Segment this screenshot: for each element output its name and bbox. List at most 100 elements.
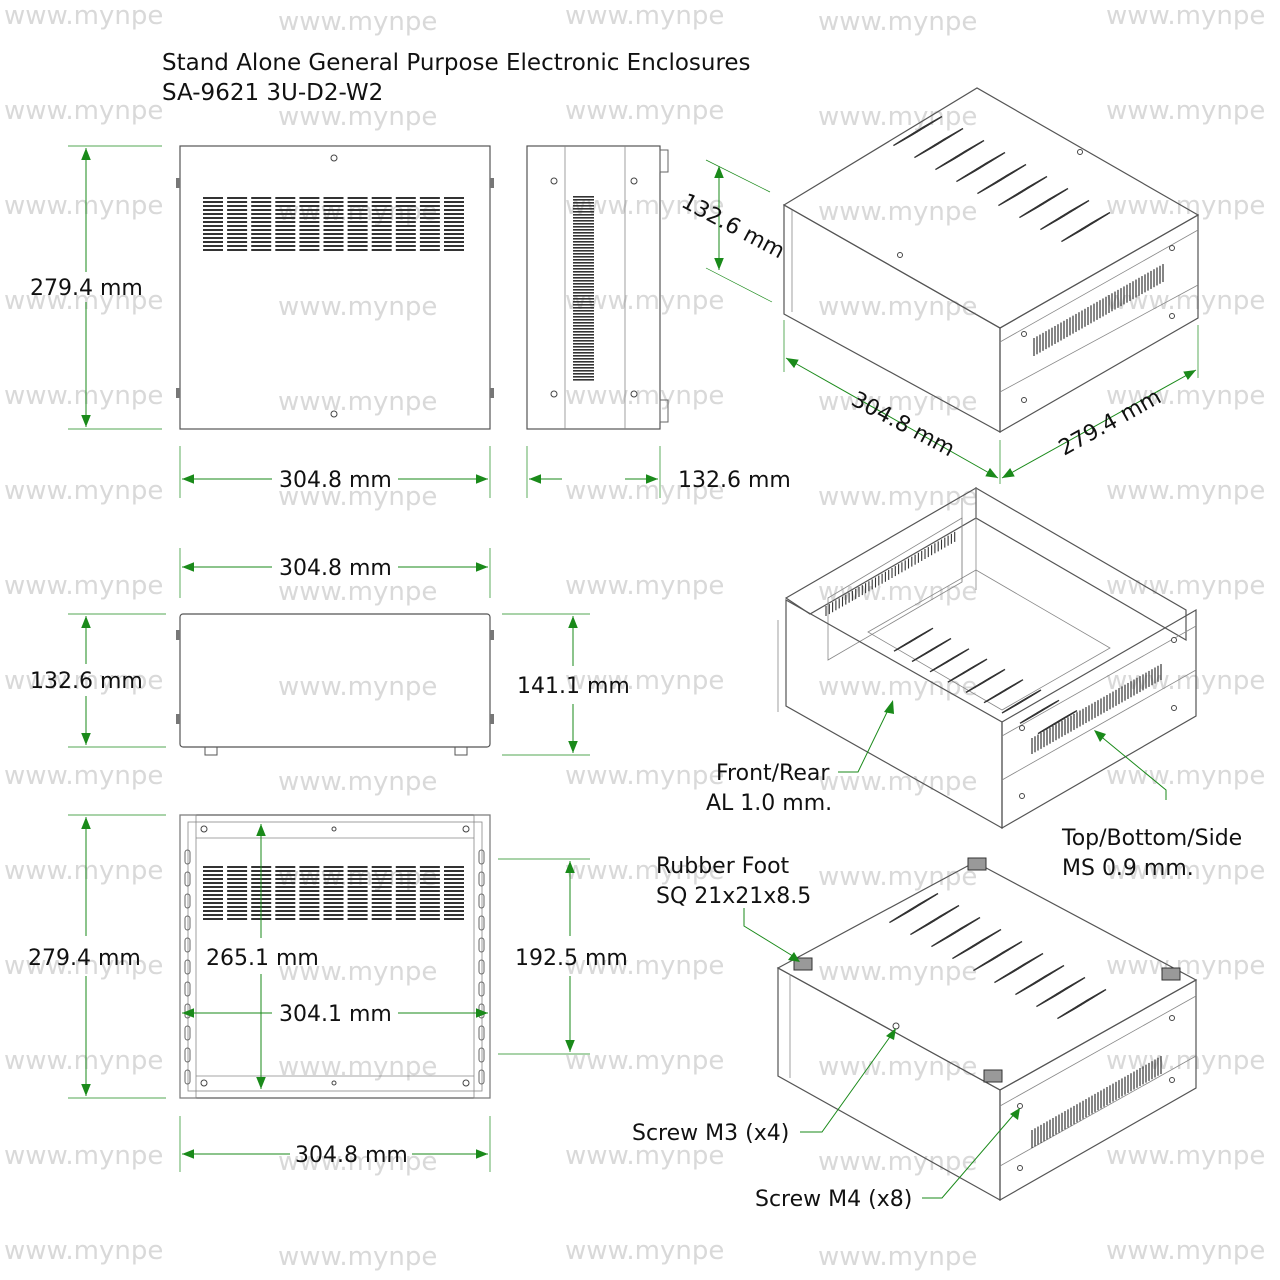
screw-icon xyxy=(462,825,470,833)
vent-slot xyxy=(573,322,594,324)
vent-slot xyxy=(573,307,594,309)
vent-slot xyxy=(227,229,248,231)
watermark-text: www.mynpe xyxy=(278,102,437,132)
note-screw-m4: Screw M4 (x8) xyxy=(755,1187,912,1212)
watermark-text: www.mynpe xyxy=(278,957,437,987)
side-vent-grille xyxy=(573,196,594,381)
vent-slot xyxy=(371,910,392,912)
watermark-text: www.mynpe xyxy=(4,286,163,316)
vent-slot xyxy=(573,367,594,369)
vent-slot xyxy=(444,233,464,235)
vent-slot xyxy=(203,197,223,199)
vent-slot xyxy=(299,878,320,880)
vent-slot xyxy=(444,197,464,199)
rail-slot xyxy=(478,893,485,909)
vent-slot xyxy=(347,197,368,199)
vent-slot xyxy=(323,217,344,219)
vent-slot xyxy=(444,225,464,227)
vent-slot xyxy=(444,902,464,904)
vent-slot xyxy=(203,890,223,892)
vent-slot xyxy=(371,217,392,219)
vent-slot xyxy=(251,237,272,239)
vent-slot xyxy=(347,910,368,912)
dim-top-depth: 279.4 mm xyxy=(30,276,143,301)
watermark-text: www.mynpe xyxy=(818,102,977,132)
watermark-text: www.mynpe xyxy=(1106,1,1265,31)
vent-slot xyxy=(323,201,344,203)
vent-slot xyxy=(371,241,392,243)
vent-slot xyxy=(419,221,440,223)
vent-slot xyxy=(323,241,344,243)
vent-slot xyxy=(275,894,296,896)
vent-slot xyxy=(203,233,223,235)
vent-slot xyxy=(299,898,320,900)
vent-slot xyxy=(371,221,392,223)
vent-slot xyxy=(573,196,594,198)
vent-slot xyxy=(203,217,223,219)
vent-slot xyxy=(395,898,416,900)
vent-slot xyxy=(275,201,296,203)
watermark-text: www.mynpe xyxy=(818,862,977,892)
vent-slot xyxy=(395,197,416,199)
rail-slot xyxy=(478,1003,485,1019)
vent-slot xyxy=(275,221,296,223)
vent-slot xyxy=(323,866,344,868)
vent-slot xyxy=(275,898,296,900)
screw-icon xyxy=(331,826,337,832)
vent-slot xyxy=(1057,1006,1078,1020)
watermark-text: www.mynpe xyxy=(565,476,724,506)
vent-slot xyxy=(910,922,931,936)
watermark-text: www.mynpe xyxy=(565,951,724,981)
vent-slot xyxy=(419,882,440,884)
vent-slot xyxy=(299,217,320,219)
vent-slot xyxy=(251,213,272,215)
vent-slot xyxy=(395,209,416,211)
vent-slot xyxy=(965,681,984,694)
vent-slot xyxy=(573,373,594,375)
vent-slot xyxy=(347,874,368,876)
vent-slot xyxy=(203,898,223,900)
vent-slot xyxy=(299,209,320,211)
watermark-text: www.mynpe xyxy=(4,1,163,31)
vent-slot xyxy=(444,914,464,916)
vent-slot xyxy=(419,217,440,219)
vent-slot xyxy=(347,878,368,880)
vent-slot xyxy=(395,886,416,888)
vent-slot xyxy=(371,902,392,904)
vent-slot xyxy=(299,201,320,203)
watermark-text: www.mynpe xyxy=(565,1141,724,1171)
vent-slot xyxy=(227,890,248,892)
rail-slot xyxy=(184,1003,191,1019)
screw-icon xyxy=(330,154,338,162)
vent-slot xyxy=(371,914,392,916)
vent-slot xyxy=(573,280,594,282)
watermark-text: www.mynpe xyxy=(818,482,977,512)
vent-slot xyxy=(994,970,1015,984)
vent-slot xyxy=(227,221,248,223)
vent-slot xyxy=(347,217,368,219)
vent-slot xyxy=(299,197,320,199)
vent-slot xyxy=(299,221,320,223)
watermark-text: www.mynpe xyxy=(818,1052,977,1082)
vent-slot xyxy=(275,902,296,904)
screw-icon xyxy=(630,177,638,185)
watermark-text: www.mynpe xyxy=(278,292,437,322)
vent-slot xyxy=(323,213,344,215)
vent-slot xyxy=(573,340,594,342)
vent-slot xyxy=(275,910,296,912)
vent-slot xyxy=(299,914,320,916)
watermark-text: www.mynpe xyxy=(818,1242,977,1272)
vent-slot xyxy=(395,902,416,904)
vent-slot xyxy=(299,910,320,912)
vent-slot xyxy=(275,878,296,880)
vent-slot xyxy=(347,886,368,888)
rail-slot xyxy=(184,959,191,975)
vent-slot xyxy=(227,249,248,251)
vent-slot xyxy=(419,229,440,231)
vent-slot xyxy=(275,866,296,868)
vent-slot xyxy=(323,906,344,908)
watermark-text: www.mynpe xyxy=(565,96,724,126)
vent-slot xyxy=(323,245,344,247)
vent-slot xyxy=(573,244,594,246)
vent-slot xyxy=(395,914,416,916)
